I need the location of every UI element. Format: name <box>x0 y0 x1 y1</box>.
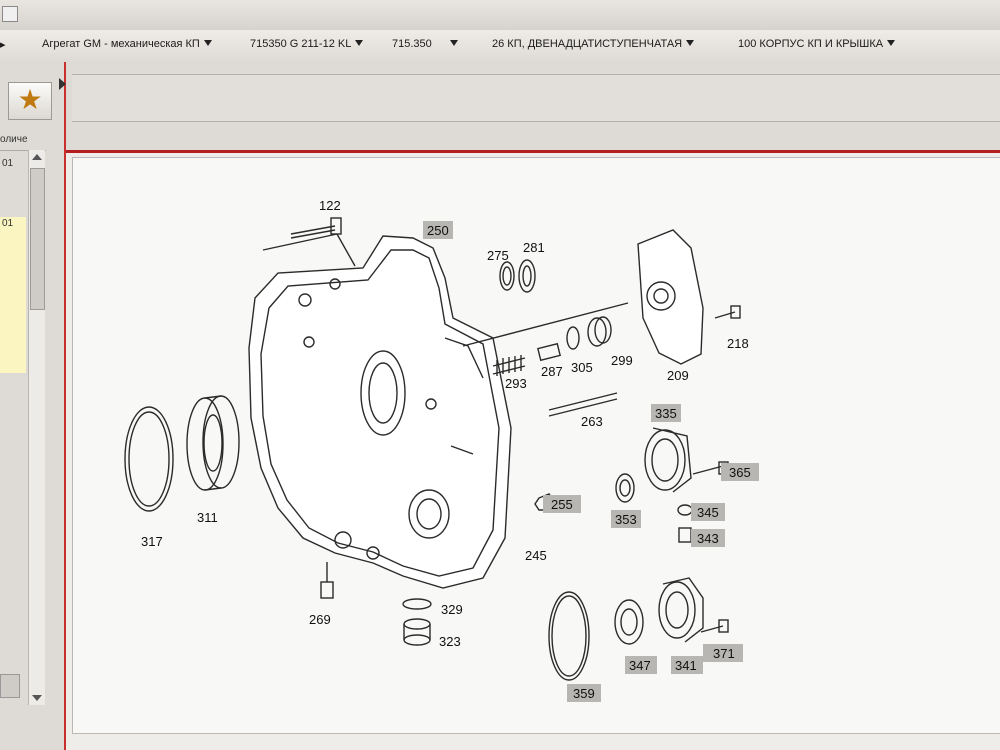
breadcrumb-item-model[interactable]: 715350 G 211-12 KL <box>250 38 364 50</box>
breadcrumb: ▸ Агрегат GM - механическая КП 715350 G … <box>0 30 1000 63</box>
part-label[interactable]: 281 <box>523 240 545 255</box>
part-label[interactable]: 347 <box>629 658 651 673</box>
favorite-star-button[interactable]: ★ <box>8 82 52 120</box>
part-label[interactable]: 263 <box>581 414 603 429</box>
part-labels: 122 250 275 281 218 209 293 287 305 299 … <box>141 198 751 701</box>
breadcrumb-item-aggregate[interactable]: Агрегат GM - механическая КП <box>42 38 212 50</box>
part-label[interactable]: 311 <box>197 510 218 525</box>
part-label[interactable]: 359 <box>573 686 595 701</box>
scroll-up-icon[interactable] <box>32 154 42 160</box>
chevron-down-icon <box>686 40 695 46</box>
part-label[interactable]: 299 <box>611 353 633 368</box>
part-label[interactable]: 371 <box>713 646 735 661</box>
breadcrumb-scroll-arrow[interactable]: ▸ <box>0 39 6 51</box>
part-label[interactable]: 345 <box>697 505 719 520</box>
part-label[interactable]: 335 <box>655 406 677 421</box>
part-label[interactable]: 209 <box>667 368 689 383</box>
parts-list-panel: ★ оличе 01 01 <box>0 62 66 750</box>
table-cell: 01 <box>2 218 14 229</box>
column-header-quantity: оличе <box>0 134 46 151</box>
divider <box>66 150 1000 153</box>
scroll-down-icon[interactable] <box>32 695 42 701</box>
chevron-down-icon <box>449 40 458 46</box>
breadcrumb-item-subgroup[interactable]: 100 КОРПУС КП И КРЫШКА <box>738 38 896 50</box>
dropdown-button[interactable] <box>0 674 20 698</box>
star-icon: ★ <box>17 84 43 115</box>
vertical-scrollbar[interactable] <box>28 150 45 705</box>
breadcrumb-item-code[interactable]: 715.350 <box>392 38 458 50</box>
breadcrumb-item-group[interactable]: 26 КП, ДВЕНАДЦАТИСТУПЕНЧАТАЯ <box>492 38 695 50</box>
table-cell: 01 <box>2 158 14 169</box>
chevron-down-icon <box>887 40 896 46</box>
chevron-down-icon <box>203 40 212 46</box>
diagram-toolbar <box>59 62 1000 156</box>
chevron-down-icon <box>355 40 364 46</box>
exploded-diagram: 122 250 275 281 218 209 293 287 305 299 … <box>72 157 1000 734</box>
gearbox-housing-diagram: 122 250 275 281 218 209 293 287 305 299 … <box>124 198 759 702</box>
part-label[interactable]: 365 <box>729 465 751 480</box>
toolbar-band <box>72 74 1000 122</box>
part-label[interactable]: 250 <box>427 223 449 238</box>
part-label[interactable]: 218 <box>727 336 749 351</box>
window-checkbox[interactable] <box>2 6 18 22</box>
selected-row-highlight <box>0 217 26 373</box>
part-label[interactable]: 343 <box>697 531 719 546</box>
part-label[interactable]: 287 <box>541 364 563 379</box>
panel-collapse-icon[interactable] <box>59 78 66 90</box>
scrollbar-thumb[interactable] <box>30 168 45 310</box>
part-label[interactable]: 305 <box>571 360 593 375</box>
window-title-bar <box>0 0 1000 31</box>
part-label[interactable]: 353 <box>615 512 637 527</box>
part-label[interactable]: 341 <box>675 658 697 673</box>
part-label[interactable]: 275 <box>487 248 509 263</box>
part-label[interactable]: 122 <box>319 198 341 213</box>
part-label[interactable]: 293 <box>505 376 527 391</box>
part-label[interactable]: 329 <box>441 602 463 617</box>
part-label[interactable]: 245 <box>525 548 547 563</box>
exploded-diagram-area: 122 250 275 281 218 209 293 287 305 299 … <box>66 153 1000 750</box>
part-label[interactable]: 317 <box>141 534 163 549</box>
part-label[interactable]: 269 <box>309 612 331 627</box>
part-label[interactable]: 323 <box>439 634 461 649</box>
part-label[interactable]: 255 <box>551 497 573 512</box>
